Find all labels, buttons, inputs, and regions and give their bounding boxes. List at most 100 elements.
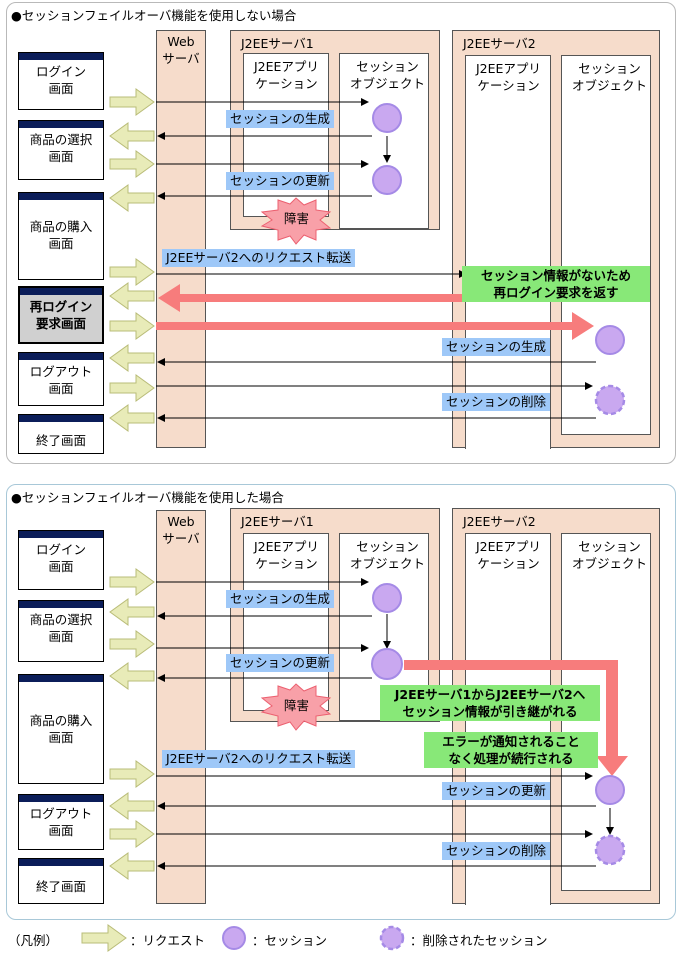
app-label-1: J2EEアプリ — [254, 539, 319, 554]
label-session-create: セッションの生成 — [226, 110, 335, 128]
message-lines — [156, 98, 596, 422]
screen-label: ログイン — [35, 64, 86, 79]
session-label-2: オブジェクト — [572, 78, 648, 93]
web-server-label-2: サーバ — [162, 51, 200, 66]
app-column: J2EEアプリケーション — [465, 55, 551, 449]
screen-select: 商品の選択画面 — [18, 120, 104, 180]
session-icon — [371, 648, 403, 680]
screen-label: 画面 — [48, 629, 74, 644]
note-no-session: セッション情報がないため 再ログイン要求を返す — [462, 266, 650, 302]
note-line: エラーが通知されること — [442, 734, 580, 749]
label-session-delete: セッションの削除 — [442, 842, 551, 860]
screen-label: 画面 — [48, 559, 74, 574]
legend-deleted-session-icon — [379, 925, 405, 951]
session-label-1: セッション — [356, 539, 419, 554]
j2ee-server-2: J2EEサーバ2 J2EEアプリケーション セッションオブジェクト — [452, 30, 660, 449]
legend-session-icon — [222, 926, 246, 950]
label-fault: 障害 — [284, 698, 310, 713]
screen-label: 画面 — [48, 730, 74, 745]
label-session-create: セッションの生成 — [226, 590, 335, 608]
request-arrow — [109, 312, 155, 340]
session-label-1: セッション — [578, 61, 641, 76]
session-transfer-arrow — [404, 660, 628, 776]
screen-label: 再ログイン — [29, 299, 93, 314]
request-arrow — [109, 568, 155, 596]
response-arrow — [109, 598, 155, 626]
server-title: J2EEサーバ2 — [463, 36, 536, 51]
web-server: Web サーバ — [156, 510, 206, 904]
panel-title: ●セッションフェイルオーバ機能を使用した場合 — [11, 490, 284, 505]
session-label-2: オブジェクト — [572, 556, 648, 571]
note-line: セッション情報が引き継がれる — [402, 704, 578, 719]
screen-label: ログアウト — [29, 806, 93, 821]
deleted-session-icon — [594, 834, 626, 866]
screen-purchase: 商品の購入画面 — [18, 192, 104, 280]
screen-logout: ログアウト画面 — [18, 794, 104, 850]
server-title: J2EEサーバ1 — [241, 514, 314, 529]
label-request-transfer: J2EEサーバ2へのリクエスト転送 — [162, 249, 356, 267]
screen-label: 終了画面 — [35, 433, 86, 448]
label-session-delete: セッションの削除 — [442, 393, 551, 411]
request-arrow — [109, 760, 155, 788]
screen-label: 商品の選択 — [29, 612, 93, 627]
request-arrow — [109, 820, 155, 848]
screen-label: 画面 — [48, 236, 74, 251]
panel-title: ●セッションフェイルオーバ機能を使用しない場合 — [11, 8, 297, 23]
screen-label: 商品の購入 — [29, 713, 93, 728]
fault-icon — [260, 683, 332, 731]
session-column: セッションオブジェクト — [339, 53, 429, 229]
note-session-inherited: J2EEサーバ1からJ2EEサーバ2へ セッション情報が引き継がれる — [380, 685, 600, 721]
screen-label: 画面 — [48, 823, 74, 838]
request-arrow — [109, 150, 155, 178]
response-arrow — [109, 852, 155, 880]
note-line: なく処理が続行される — [448, 751, 574, 766]
response-arrow — [109, 792, 155, 820]
legend-deleted-label: ：削除されたセッション — [410, 933, 548, 948]
screen-login: ログイン画面 — [18, 530, 104, 590]
screen-select: 商品の選択画面 — [18, 600, 104, 662]
session-icon — [372, 103, 402, 133]
screen-label: ログアウト — [29, 364, 93, 379]
session-label-2: オブジェクト — [350, 556, 426, 571]
response-arrow — [109, 122, 155, 150]
label-request-transfer: J2EEサーバ2へのリクエスト転送 — [162, 750, 356, 768]
screen-label: 画面 — [48, 381, 74, 396]
label-session-create-2: セッションの生成 — [442, 338, 551, 356]
screen-label: 商品の購入 — [29, 219, 93, 234]
screen-purchase: 商品の購入画面 — [18, 674, 104, 784]
app-label-1: J2EEアプリ — [476, 61, 541, 76]
label-fault: 障害 — [284, 211, 310, 226]
web-server-label-1: Web — [167, 514, 195, 529]
fault-icon — [260, 197, 332, 245]
session-label-1: セッション — [356, 59, 419, 74]
legend-request-label: ：リクエスト — [130, 933, 206, 948]
screen-relogin: 再ログイン要求画面 — [18, 286, 104, 344]
legend-request-arrow — [81, 924, 127, 952]
session-label-1: セッション — [578, 539, 641, 554]
legend-prefix: （凡例） — [8, 933, 59, 948]
request-arrow — [109, 258, 155, 286]
server-title: J2EEサーバ1 — [241, 36, 314, 51]
screen-label: ログイン — [35, 542, 86, 557]
screen-label: 要求画面 — [35, 316, 86, 331]
screen-label: 終了画面 — [35, 879, 86, 894]
label-session-update: セッションの更新 — [226, 172, 335, 190]
request-arrow — [109, 88, 155, 116]
app-label-1: J2EEアプリ — [476, 539, 541, 554]
screen-logout: ログアウト画面 — [18, 352, 104, 406]
label-session-update-2: セッションの更新 — [442, 782, 551, 800]
app-label-1: J2EEアプリ — [254, 59, 319, 74]
note-line: J2EEサーバ1からJ2EEサーバ2へ — [394, 687, 586, 702]
response-arrow — [109, 662, 155, 690]
web-server-label-1: Web — [167, 34, 195, 49]
session-icon — [595, 775, 625, 805]
note-line: 再ログイン要求を返す — [493, 285, 619, 300]
relogin-response-arrow — [158, 284, 466, 312]
web-server: Web サーバ — [156, 30, 206, 448]
screen-label: 画面 — [48, 81, 74, 96]
session-icon — [595, 325, 625, 355]
screen-label: 画面 — [48, 149, 74, 164]
web-server-label-2: サーバ — [162, 531, 200, 546]
relogin-request-arrow — [156, 312, 594, 340]
